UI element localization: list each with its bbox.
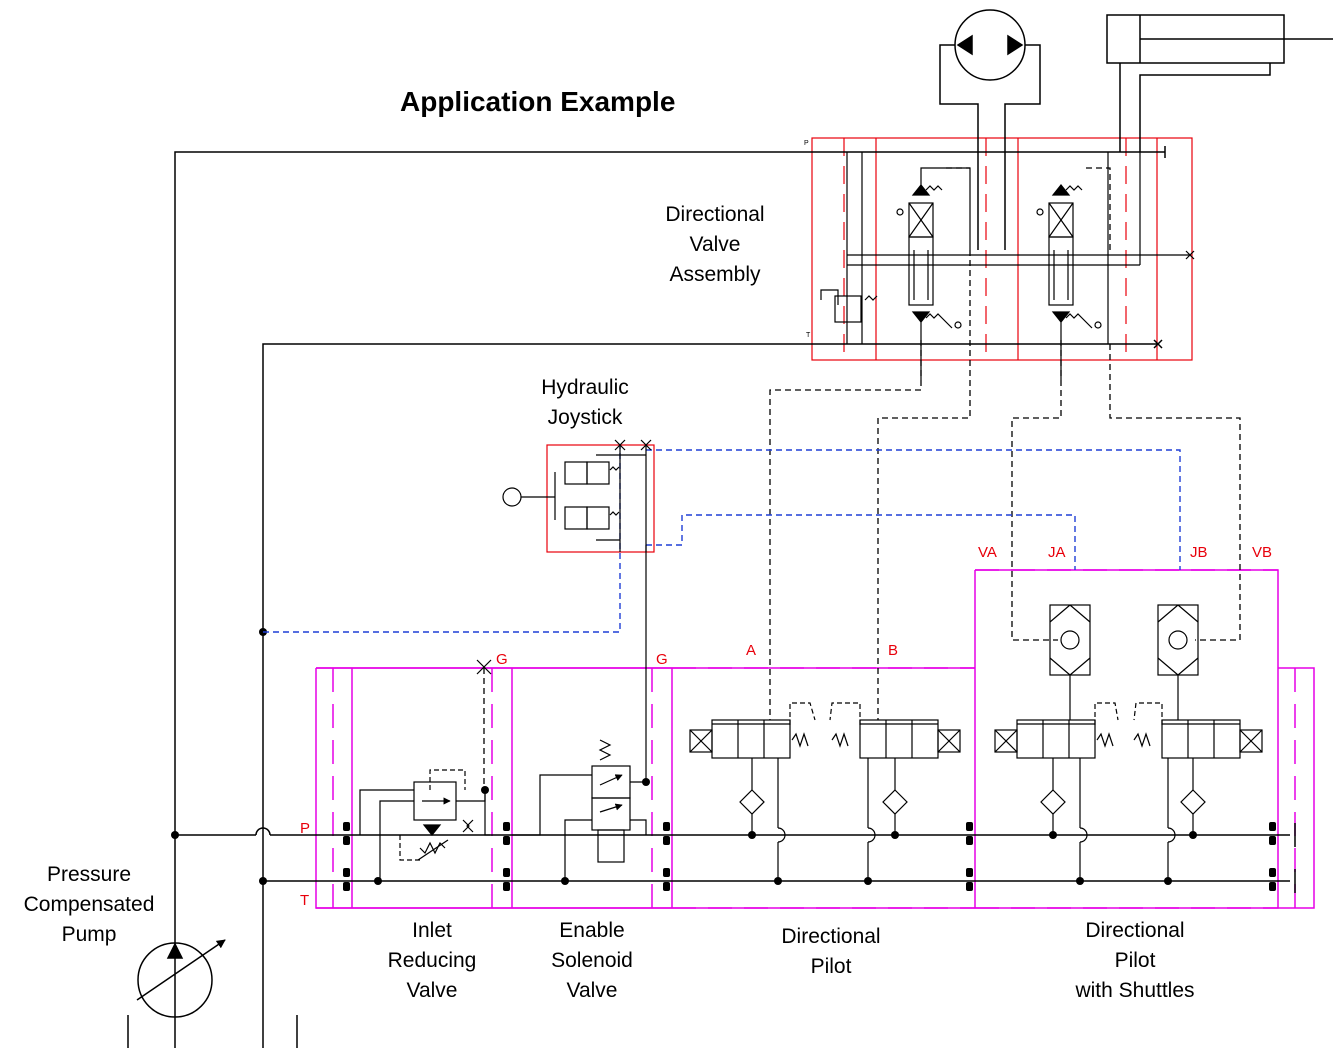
label-line: Enable xyxy=(559,919,625,942)
label-line: Pilot xyxy=(1114,949,1156,972)
assembly-port-p: P xyxy=(804,140,809,147)
label-line: Compensated xyxy=(23,893,155,916)
port-t: T xyxy=(300,892,310,909)
label-line: Inlet xyxy=(412,919,452,942)
assembly-relief-valve-icon xyxy=(820,152,878,344)
enable-solenoid-valve-icon xyxy=(512,545,647,881)
inlet-reducing-valve-label: Inlet Reducing Valve xyxy=(382,916,482,1006)
label-line: Valve xyxy=(406,979,458,1002)
joystick-icon xyxy=(502,439,652,552)
label-line: Pump xyxy=(61,923,117,946)
label-line: Directional xyxy=(665,203,765,226)
port-p: P xyxy=(300,820,311,837)
port-g-1: G xyxy=(496,651,508,668)
port-g-2: G xyxy=(656,651,668,668)
page-title: Application Example xyxy=(400,86,676,117)
label-line: Reducing xyxy=(387,949,477,972)
pilot-lines xyxy=(483,167,1241,790)
pressure-compensated-pump-label: Pressure Compensated Pump xyxy=(14,860,164,950)
directional-valve-assembly-label: Directional Valve Assembly xyxy=(650,200,780,290)
directional-pilot-label: Directional Pilot xyxy=(766,922,896,982)
directional-pilot-valve-a-icon xyxy=(689,702,816,881)
pump-icon xyxy=(136,939,226,1018)
manifold-seals xyxy=(343,822,1276,891)
directional-valve-assembly-frame xyxy=(811,137,1193,361)
label-line: Valve xyxy=(566,979,618,1002)
directional-pilot-valve-b-icon xyxy=(829,702,961,881)
manifold-frame xyxy=(315,569,1315,909)
port-vb: VB xyxy=(1252,544,1273,561)
label-line: Solenoid xyxy=(551,949,633,972)
directional-pilot-with-shuttles-label: Directional Pilot with Shuttles xyxy=(1060,916,1210,1006)
inlet-reducing-valve-icon xyxy=(359,659,492,881)
joystick-frame xyxy=(546,444,655,553)
directional-valve-section-1 xyxy=(847,167,1190,380)
label-line: Pressure xyxy=(46,863,132,886)
label-line: Directional xyxy=(1085,919,1185,942)
hydraulic-cylinder-icon xyxy=(1106,14,1333,152)
label-line: Assembly xyxy=(669,263,761,286)
directional-pilot-valve-vb-icon xyxy=(1133,604,1263,881)
port-a: A xyxy=(746,642,757,659)
directional-valve-section-2 xyxy=(1036,184,1195,380)
directional-pilot-valve-va-icon xyxy=(994,604,1119,881)
label-line: Directional xyxy=(781,925,881,948)
pressure-line xyxy=(174,146,1296,1048)
assembly-port-t: T xyxy=(806,332,811,339)
label-line: Hydraulic xyxy=(541,376,629,399)
label-line: with Shuttles xyxy=(1075,979,1195,1002)
label-line: Pilot xyxy=(810,955,852,978)
port-ja: JA xyxy=(1048,544,1066,561)
port-b: B xyxy=(888,642,899,659)
port-jb: JB xyxy=(1190,544,1208,561)
hydraulic-joystick-label: Hydraulic Joystick xyxy=(530,373,640,433)
joystick-pilot-lines xyxy=(263,445,1181,633)
label-line: Joystick xyxy=(547,406,623,429)
hydraulic-motor-icon xyxy=(939,9,1041,250)
label-line: Valve xyxy=(689,233,741,256)
enable-solenoid-valve-label: Enable Solenoid Valve xyxy=(532,916,652,1006)
port-va: VA xyxy=(978,544,997,561)
